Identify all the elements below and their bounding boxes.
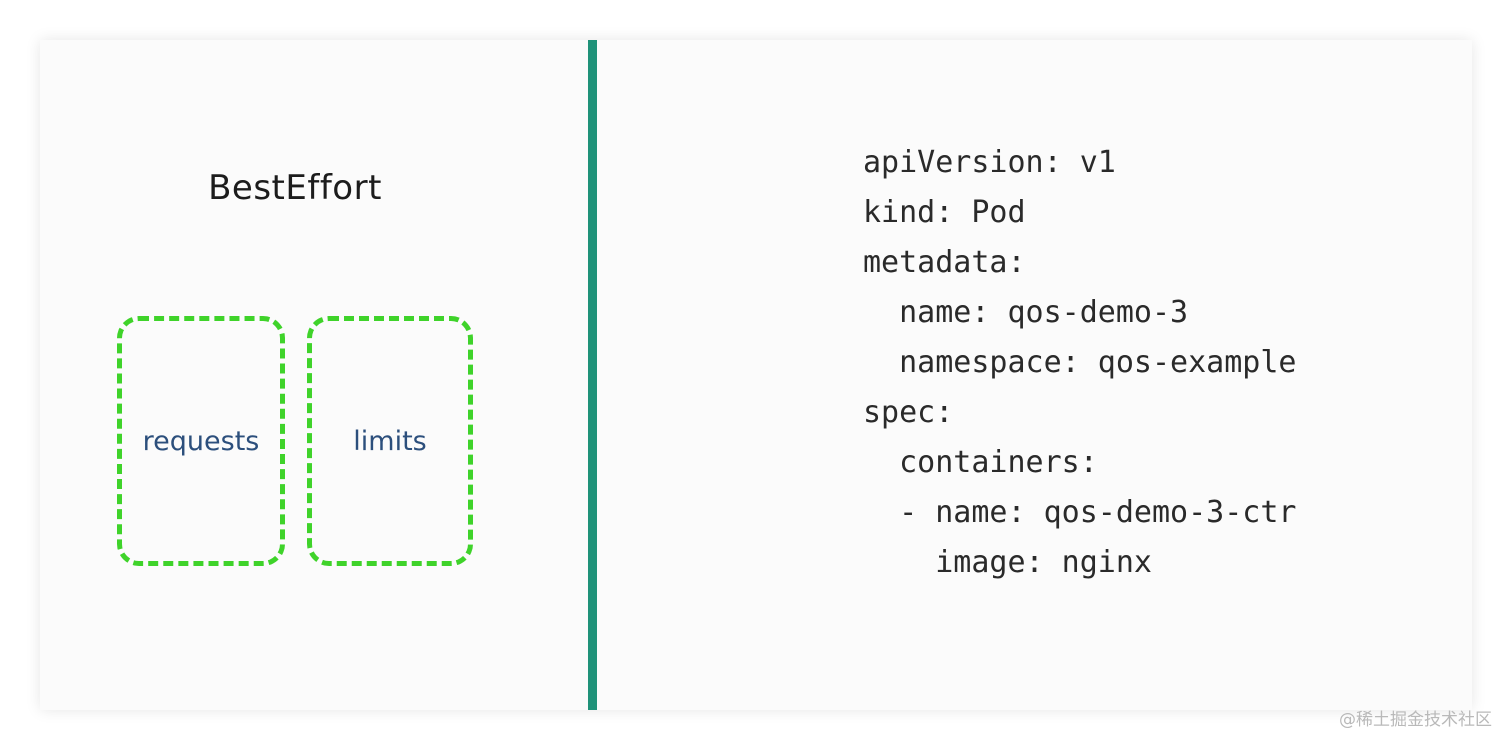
- requests-label: requests: [142, 425, 260, 457]
- limits-label: limits: [353, 425, 427, 457]
- code-line: apiVersion: v1: [863, 145, 1116, 180]
- limits-box: limits: [307, 316, 473, 566]
- vertical-divider: [588, 40, 597, 710]
- pod-yaml-code: apiVersion: v1 kind: Pod metadata: name: q…: [863, 138, 1296, 588]
- code-line: name: qos-demo-3: [863, 295, 1189, 330]
- code-line: - name: qos-demo-3-ctr: [863, 495, 1297, 530]
- code-line: metadata:: [863, 245, 1026, 280]
- slide-canvas: BestEffort requests limits apiVersion: v…: [40, 40, 1472, 710]
- code-line: spec:: [863, 395, 954, 430]
- requests-box: requests: [117, 316, 285, 566]
- qos-class-title: BestEffort: [208, 168, 382, 208]
- code-line: kind: Pod: [863, 195, 1026, 230]
- code-line: namespace: qos-example: [863, 345, 1297, 380]
- code-line: image: nginx: [863, 545, 1152, 580]
- code-line: containers:: [863, 445, 1098, 480]
- watermark-text: @稀土掘金技术社区: [1339, 710, 1492, 730]
